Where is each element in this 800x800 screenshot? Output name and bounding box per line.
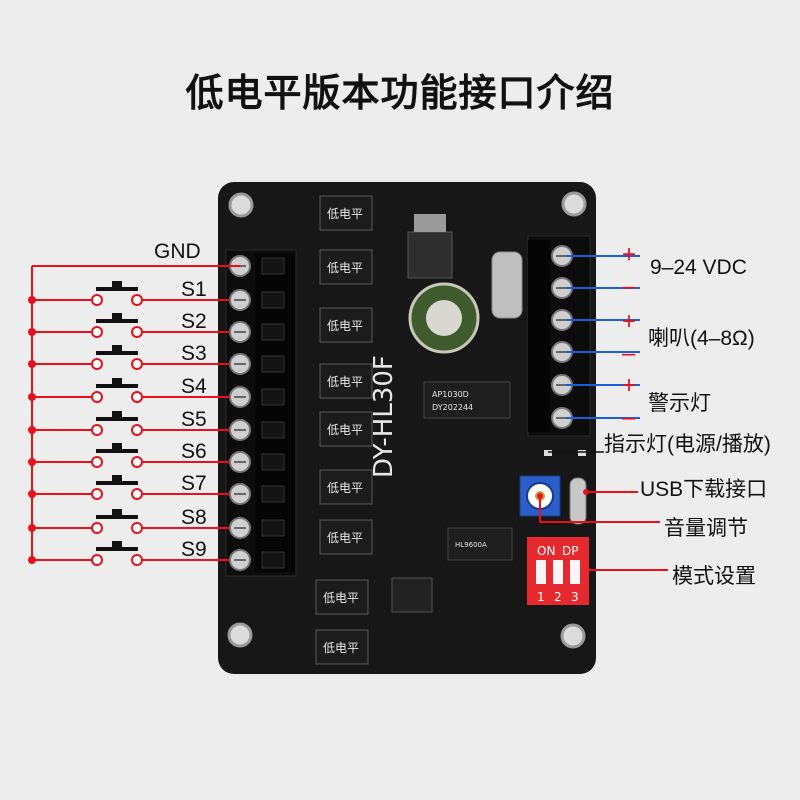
left-screw-5 xyxy=(229,419,285,441)
mode-dip-switch[interactable]: ON DP 1 2 3 xyxy=(527,537,589,605)
usb-label: USB下载接口 xyxy=(640,478,768,501)
chip-label-3: HL9600A xyxy=(455,541,487,549)
switch-wire-8 xyxy=(28,509,230,534)
module-label-4: 低电平 xyxy=(327,423,363,437)
switch-wire-1 xyxy=(28,281,230,306)
led-power xyxy=(544,450,552,456)
regulator-tab xyxy=(414,214,446,232)
left-screw-4 xyxy=(229,386,285,408)
gnd-label: GND xyxy=(154,240,201,263)
dip-on-label: ON xyxy=(537,544,555,558)
power-plus-sign: + xyxy=(622,241,637,268)
module-label-0: 低电平 xyxy=(327,207,363,221)
capacitor xyxy=(408,282,480,354)
module-label-7: 低电平 xyxy=(323,591,359,605)
right-terminal-block xyxy=(527,235,591,437)
switch-wire-6 xyxy=(28,443,230,468)
switch-label-7: S7 xyxy=(181,472,207,495)
dip-num-3: 3 xyxy=(571,590,579,604)
module-5: 低电平 xyxy=(319,469,373,505)
switch-label-9: S9 xyxy=(181,538,207,561)
module-1: 低电平 xyxy=(319,249,373,285)
module-8: 低电平 xyxy=(315,629,369,665)
board-model-label: DY-HL30F xyxy=(369,355,399,478)
power-minus-sign: – xyxy=(622,273,636,300)
indicator-label: 指示灯(电源/播放) xyxy=(604,433,771,456)
dip-num-1: 1 xyxy=(537,590,545,604)
left-red-wiring xyxy=(28,265,240,566)
mode-label: 模式设置 xyxy=(672,565,756,588)
module-label-8: 低电平 xyxy=(323,641,359,655)
volume-label: 音量调节 xyxy=(664,517,748,540)
main-chip: AP1030D DY202244 xyxy=(423,381,511,419)
module-label-2: 低电平 xyxy=(327,319,363,333)
switch-label-6: S6 xyxy=(181,440,207,463)
second-chip: HL9600A xyxy=(447,527,513,561)
switch-wire-4 xyxy=(28,378,230,403)
switch-label-8: S8 xyxy=(181,506,207,529)
volume-pointer xyxy=(539,496,660,523)
module-label-5: 低电平 xyxy=(327,481,363,495)
module-0: 低电平 xyxy=(319,195,373,231)
right-screw-5 xyxy=(551,407,573,429)
chip-label-2: DY202244 xyxy=(432,403,473,412)
right-screw-4 xyxy=(551,374,573,396)
switch-label-4: S4 xyxy=(181,375,207,398)
module-2: 低电平 xyxy=(319,307,373,343)
crystal xyxy=(491,251,523,319)
right-wiring xyxy=(537,255,668,571)
switch-label-3: S3 xyxy=(181,342,207,365)
speaker-plus-sign: + xyxy=(622,308,637,335)
switch-wire-5 xyxy=(28,411,230,436)
usb-port[interactable] xyxy=(569,477,587,525)
module-3: 低电平 xyxy=(319,363,373,399)
switch-wire-7 xyxy=(28,475,230,500)
switch-label-1: S1 xyxy=(181,278,207,301)
warning-light-label: 警示灯 xyxy=(648,392,711,415)
module-7: 低电平 xyxy=(315,579,369,615)
left-screw-2 xyxy=(229,321,285,343)
module-4: 低电平 xyxy=(319,411,373,447)
left-screw-terminals xyxy=(229,255,285,571)
dip-dp-label: DP xyxy=(562,544,578,558)
module-label-1: 低电平 xyxy=(327,261,363,275)
left-screw-1 xyxy=(229,289,285,311)
switch-wire-3 xyxy=(28,345,230,370)
speaker-minus-sign: – xyxy=(622,340,636,367)
switch-label-2: S2 xyxy=(181,310,207,333)
warning-plus-sign: + xyxy=(622,372,637,399)
module-label-6: 低电平 xyxy=(327,531,363,545)
mounting-holes xyxy=(227,191,587,649)
switch-wire-2 xyxy=(28,313,230,338)
switch-wire-9 xyxy=(28,541,230,566)
speaker-label: 喇叭(4–8Ω) xyxy=(648,327,755,350)
small-chip xyxy=(391,577,433,613)
power-label: 9–24 VDC xyxy=(650,256,747,279)
left-screw-6 xyxy=(229,451,285,473)
warning-minus-sign: – xyxy=(622,404,636,431)
page-title: 低电平版本功能接口介绍 xyxy=(185,71,615,115)
chip-label-1: AP1030D xyxy=(432,390,469,399)
switch-label-5: S5 xyxy=(181,408,207,431)
voltage-regulator xyxy=(407,231,453,279)
left-screw-7 xyxy=(229,483,285,505)
right-screw-terminals xyxy=(551,245,573,429)
dip-num-2: 2 xyxy=(554,590,562,604)
module-label-3: 低电平 xyxy=(327,375,363,389)
module-6: 低电平 xyxy=(319,519,373,555)
led-play xyxy=(578,450,586,456)
